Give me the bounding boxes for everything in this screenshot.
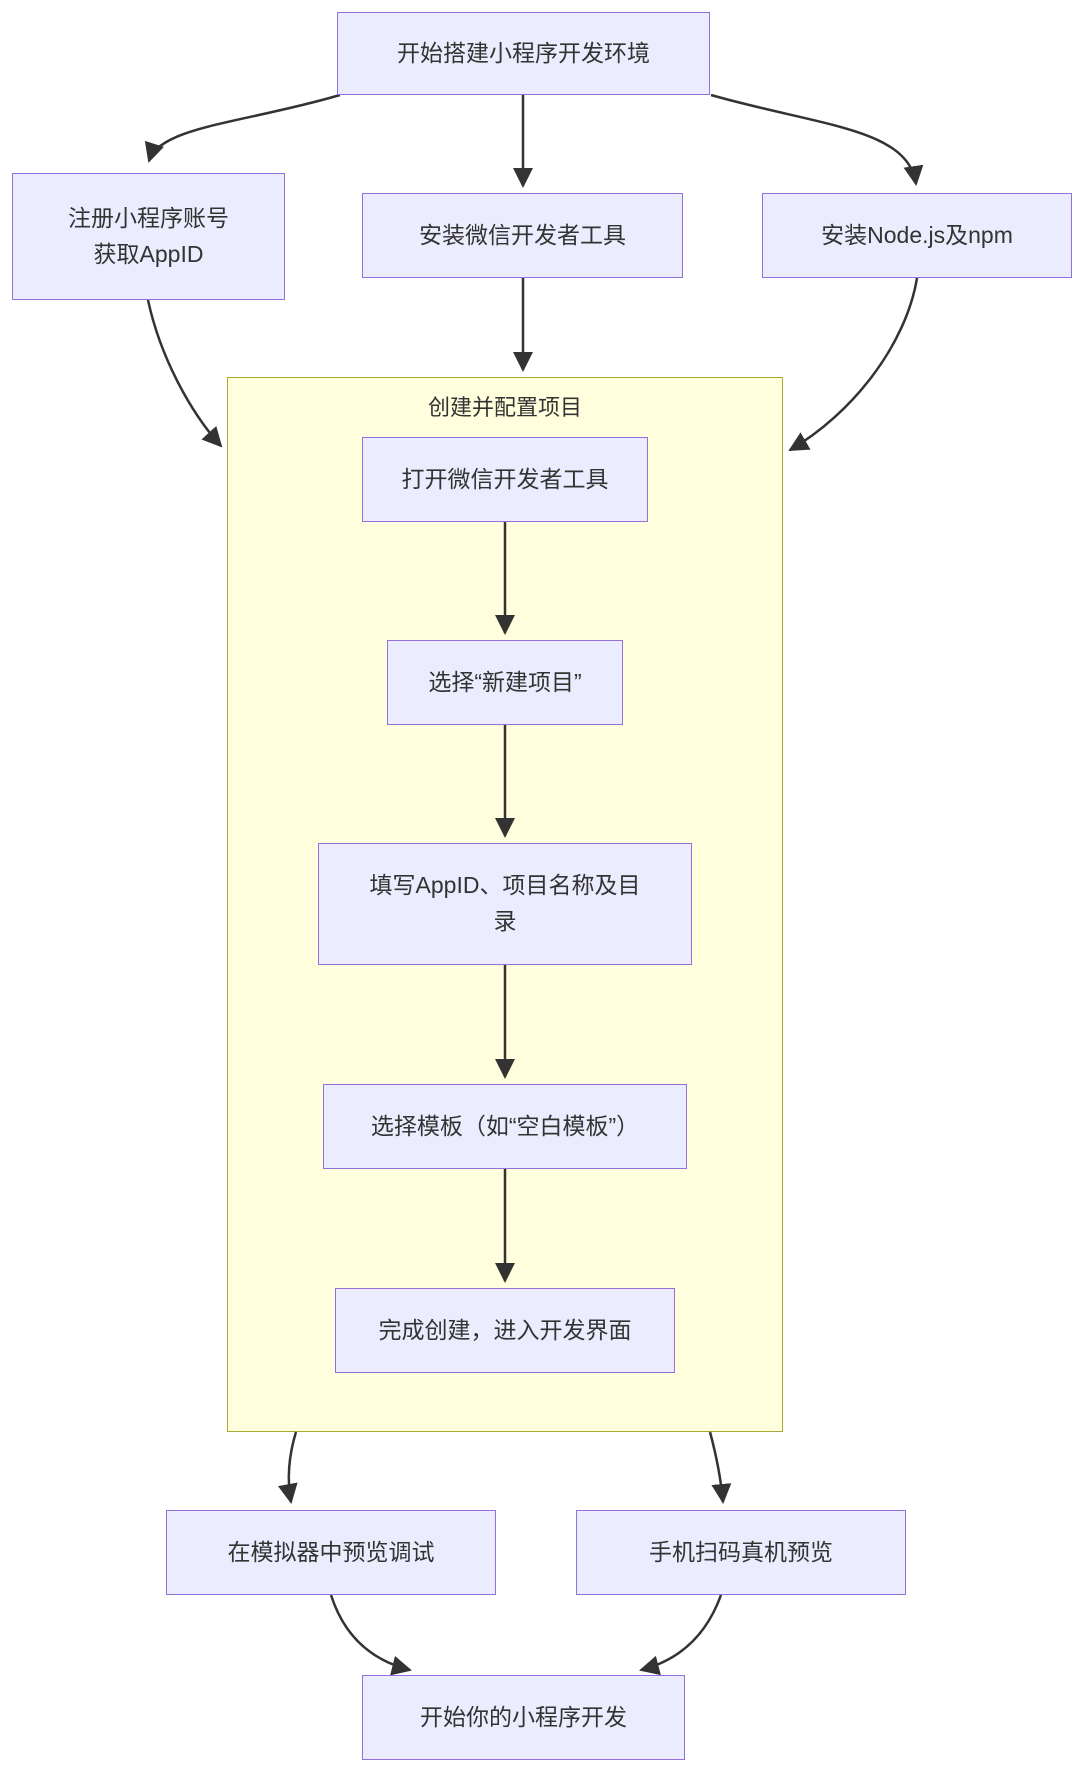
edge-install-node-to-cluster [788, 277, 919, 452]
edge-cluster-to-phone-preview [708, 1431, 732, 1504]
node-new-project-label: 选择“新建项目” [428, 668, 582, 695]
node-new-project: 选择“新建项目” [387, 640, 623, 725]
node-start-dev-label: 开始你的小程序开发 [420, 1703, 627, 1730]
edge-phone-preview-to-start-dev [639, 1594, 723, 1676]
node-simulator-preview: 在模拟器中预览调试 [166, 1510, 496, 1595]
node-start-label: 开始搭建小程序开发环境 [397, 39, 650, 66]
node-choose-template-label: 选择模板（如“空白模板”） [370, 1112, 640, 1139]
node-register-label-line1: 注册小程序账号 [68, 204, 229, 231]
node-phone-preview: 手机扫码真机预览 [576, 1510, 906, 1595]
node-register-account: 注册小程序账号 获取AppID [12, 173, 285, 300]
node-phone-preview-label: 手机扫码真机预览 [649, 1538, 833, 1565]
node-start-dev: 开始你的小程序开发 [362, 1675, 685, 1760]
node-install-devtools: 安装微信开发者工具 [362, 193, 683, 278]
node-open-devtools-label: 打开微信开发者工具 [401, 465, 609, 492]
node-install-node-label: 安装Node.js及npm [821, 221, 1013, 248]
node-simulator-preview-label: 在模拟器中预览调试 [227, 1538, 435, 1565]
node-fill-appid-label-line2: 录 [493, 908, 517, 934]
node-open-devtools: 打开微信开发者工具 [362, 437, 648, 522]
edge-cluster-to-simulator-preview [277, 1431, 298, 1504]
node-choose-template: 选择模板（如“空白模板”） [323, 1084, 687, 1169]
node-fill-appid: 填写AppID、项目名称及目 录 [318, 843, 692, 965]
edge-simulator-preview-to-start-dev [329, 1594, 412, 1676]
node-install-node: 安装Node.js及npm [762, 193, 1072, 278]
node-register-label-line2: 获取AppID [93, 240, 204, 267]
node-start: 开始搭建小程序开发环境 [337, 12, 710, 95]
node-finish-create-label: 完成创建，进入开发界面 [378, 1316, 632, 1343]
cluster-title: 创建并配置项目 [427, 395, 582, 420]
node-finish-create: 完成创建，进入开发界面 [335, 1288, 675, 1373]
edge-register-to-cluster [146, 299, 223, 448]
node-fill-appid-label-line1: 填写AppID、项目名称及目 [369, 872, 641, 899]
node-install-devtools-label: 安装微信开发者工具 [419, 221, 626, 248]
edge-start-to-register [144, 93, 341, 163]
edge-start-to-install-node [710, 93, 924, 186]
